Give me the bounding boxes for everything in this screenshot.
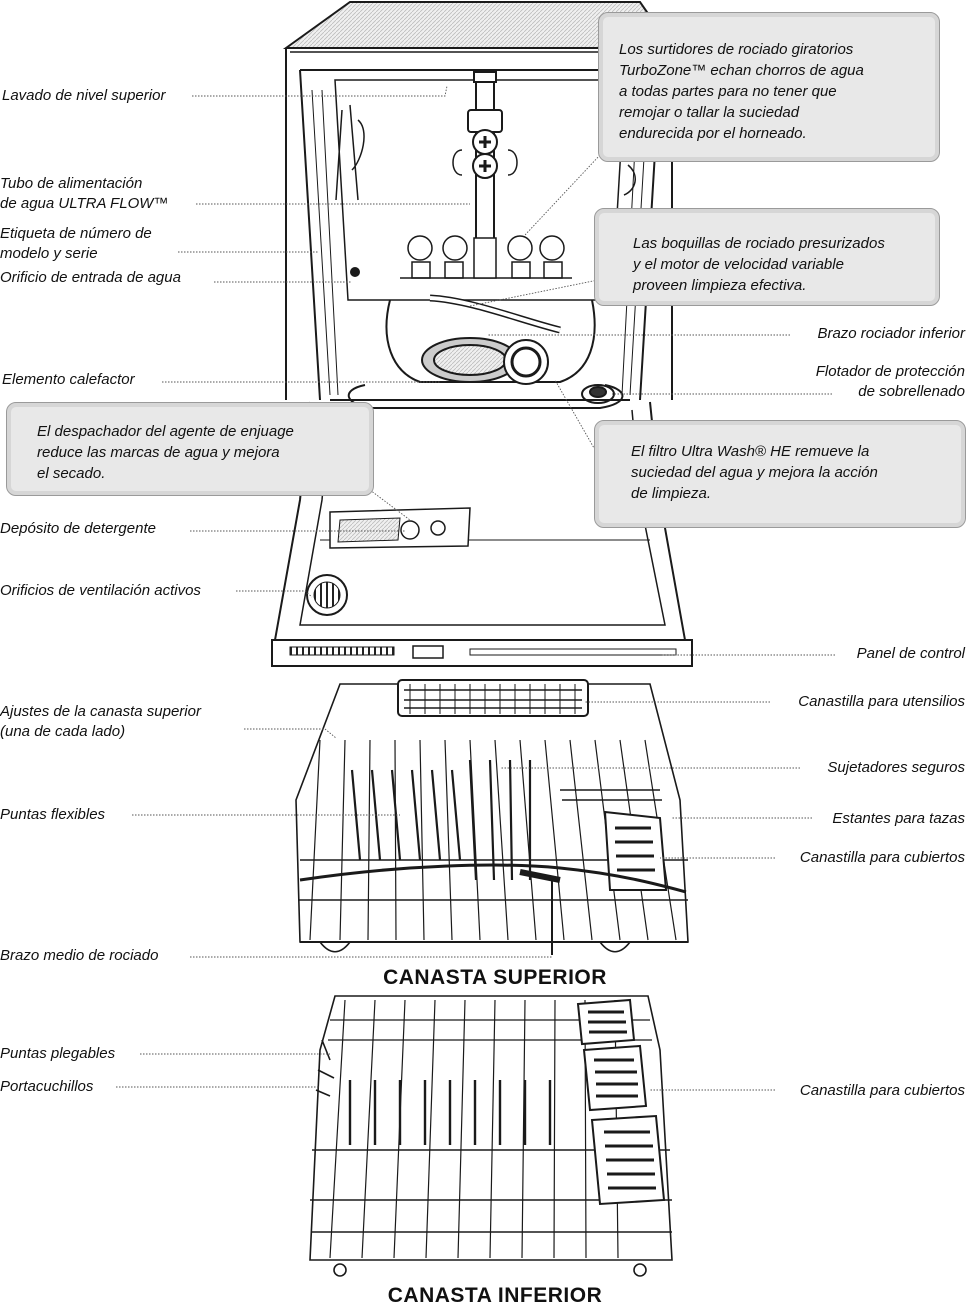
label-portacuchillos: Portacuchillos: [0, 1078, 94, 1095]
label-etiqueta-modelo: Etiqueta de número de modelo y serie: [0, 225, 152, 262]
label-panel-control: Panel de control: [856, 645, 965, 662]
callout-despachador: El despachador del agente de enjuage red…: [6, 402, 374, 496]
label-sujetadores: Sujetadores seguros: [827, 759, 965, 776]
label-orificios-ventilacion: Orificios de ventilación activos: [0, 582, 201, 599]
label-flotador: Flotador de protección de sobrellenado: [815, 363, 965, 400]
caption-canasta-inferior: CANASTA INFERIOR: [387, 1284, 603, 1307]
lower-rack: [309, 995, 673, 1277]
label-brazo-rociador-inferior: Brazo rociador inferior: [817, 325, 965, 342]
label-deposito-detergente: Depósito de detergente: [0, 520, 156, 537]
label-canastilla-cubiertos-inferior: Canastilla para cubiertos: [799, 1082, 965, 1099]
caption-canasta-superior: CANASTA SUPERIOR: [383, 966, 607, 989]
label-puntas-flexibles: Puntas flexibles: [0, 806, 106, 823]
callout-filtro: El filtro Ultra Wash® HE remueve la suci…: [594, 420, 966, 528]
leader-lines: [116, 85, 835, 1091]
label-ajustes-canasta: Ajustes de la canasta superior (una de c…: [0, 703, 201, 740]
upper-rack: [295, 679, 689, 955]
callout-despachador-text: El despachador del agente de enjuage red…: [37, 423, 294, 482]
label-tubo-alimentacion: Tubo de alimentación de agua ULTRA FLOW™: [0, 175, 169, 212]
callout-boquillas: Las boquillas de rociado presurizados y …: [594, 208, 940, 306]
label-canastilla-utensilios: Canastilla para utensilios: [798, 693, 965, 710]
callout-filtro-text: El filtro Ultra Wash® HE remueve la suci…: [631, 443, 878, 502]
label-estantes-tazas: Estantes para tazas: [832, 810, 965, 827]
dishwasher-tub: [271, 1, 693, 667]
callout-turbozone-text: Los surtidores de rociado giratorios Tur…: [619, 41, 864, 142]
label-brazo-medio: Brazo medio de rociado: [0, 947, 159, 964]
callout-boquillas-text: Las boquillas de rociado presurizados y …: [633, 235, 885, 294]
label-elemento-calefactor: Elemento calefactor: [2, 371, 135, 388]
label-orificio-entrada: Orificio de entrada de agua: [0, 269, 181, 286]
label-canastilla-cubiertos-superior: Canastilla para cubiertos: [799, 849, 965, 866]
label-lavado-superior: Lavado de nivel superior: [2, 87, 166, 104]
label-puntas-plegables: Puntas plegables: [0, 1045, 116, 1062]
callout-turbozone: Los surtidores de rociado giratorios Tur…: [598, 12, 940, 162]
